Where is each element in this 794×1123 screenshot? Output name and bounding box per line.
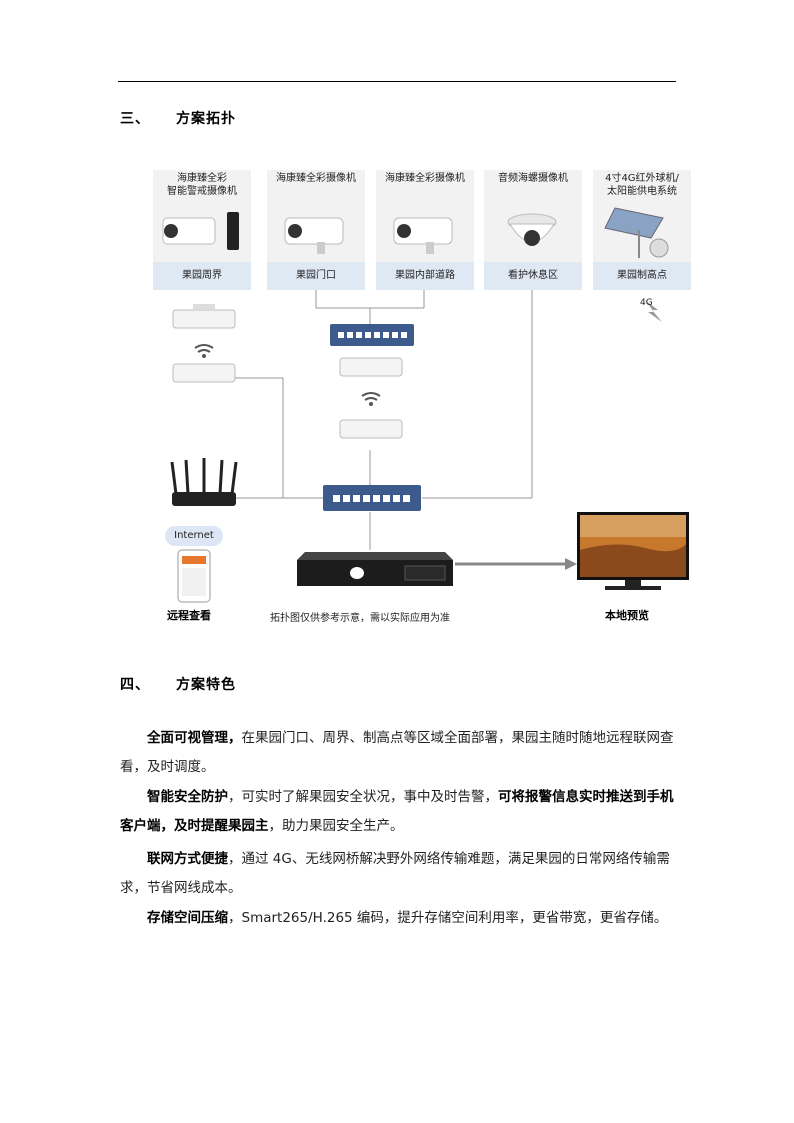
wireless-bridge-left [172, 304, 236, 383]
camera-title: 4寸4G红外球机/ [605, 173, 679, 184]
camera-location: 果园周界 [153, 262, 251, 290]
camera-title: 海康臻全彩 [177, 173, 227, 184]
camera-location: 果园门口 [267, 262, 365, 290]
section-number: 三、 [120, 111, 150, 127]
section-number: 四、 [120, 677, 150, 693]
feature-paragraph: 存储空间压缩，Smart265/H.265 编码，提升存储空间利用率，更省带宽，… [120, 904, 680, 933]
bullet-camera-icon [393, 217, 453, 254]
camera-location: 果园内部道路 [376, 262, 474, 290]
camera-title: 音频海螺摄像机 [498, 173, 568, 184]
solar-ptz-camera-icon [604, 207, 669, 258]
feature-lead-emphasis: 可将报警信息实时推送到手机客户端，及时提醒果园主 [120, 789, 674, 834]
topology-diagram: 海康臻全彩智能警戒摄像机 果园周界 海康臻全彩摄像机 果园门口 海康臻全彩摄像机… [150, 160, 700, 630]
dome-camera-icon [507, 213, 557, 246]
feature-text: ，可实时了解果园安全状况，事中及时告警， [228, 789, 498, 805]
section-heading-topology: 三、 方案拓扑 [120, 108, 236, 128]
camera-title: 海康臻全彩摄像机 [276, 173, 356, 184]
feature-text: ，Smart265/H.265 编码，提升存储空间利用率，更省带宽，更省存储。 [228, 910, 668, 926]
feature-text-tail: ，助力果园安全生产。 [268, 818, 404, 834]
feature-text: ，通过 4G、无线网桥解决野外网络传输难题，满足果园的日常网络传输需求，节省网线… [120, 851, 670, 896]
section-title: 方案拓扑 [176, 111, 236, 127]
camera-title-line2: 太阳能供电系统 [607, 186, 677, 197]
camera-location: 看护休息区 [484, 262, 582, 290]
4g-signal-label: 4G [640, 298, 653, 308]
feature-paragraph: 联网方式便捷，通过 4G、无线网桥解决野外网络传输难题，满足果园的日常网络传输需… [120, 845, 680, 903]
poe-switch-main [323, 485, 421, 511]
feature-paragraph: 智能安全防护，可实时了解果园安全状况，事中及时告警，可将报警信息实时推送到手机客… [120, 783, 680, 841]
camera-card-gate: 海康臻全彩摄像机 果园门口 [267, 170, 365, 290]
feature-lead: 存储空间压缩 [147, 910, 228, 926]
remote-view-label: 远程查看 [167, 609, 211, 622]
bullet-camera-icon [162, 212, 239, 250]
wifi-router-icon [170, 458, 238, 506]
monitor-icon [577, 512, 689, 590]
bullet-camera-icon [284, 217, 344, 254]
feature-text: 在果园门口、周界、制高点等区域全面部署，果园主随时随地远程联网查看，及时调度。 [120, 730, 674, 775]
diagram-note: 拓扑图仅供参考示意，需以实际应用为准 [270, 613, 450, 624]
camera-location: 果园制高点 [593, 262, 691, 290]
feature-lead: 全面可视管理， [147, 730, 242, 746]
section-heading-features: 四、 方案特色 [120, 674, 236, 694]
header-rule [118, 81, 676, 82]
poe-switch-top [330, 324, 414, 346]
section-title: 方案特色 [176, 677, 236, 693]
camera-card-rest-area: 音频海螺摄像机 看护休息区 [484, 170, 582, 290]
camera-card-high-point: 4寸4G红外球机/太阳能供电系统 果园制高点 [593, 170, 691, 290]
camera-title-line2: 智能警戒摄像机 [167, 186, 237, 197]
camera-card-road: 海康臻全彩摄像机 果园内部道路 [376, 170, 474, 290]
nvr-recorder-icon [297, 552, 453, 586]
local-preview-label: 本地预览 [605, 609, 649, 622]
feature-lead: 联网方式便捷 [147, 851, 228, 867]
connection-lines [235, 290, 662, 570]
camera-title: 海康臻全彩摄像机 [385, 173, 465, 184]
wireless-bridge-middle [339, 357, 403, 439]
feature-paragraph: 全面可视管理，在果园门口、周界、制高点等区域全面部署，果园主随时随地远程联网查看… [120, 724, 680, 782]
internet-cloud: Internet [165, 526, 223, 546]
feature-lead: 智能安全防护 [147, 789, 228, 805]
camera-card-perimeter: 海康臻全彩智能警戒摄像机 果园周界 [153, 170, 251, 290]
mobile-phone-icon [177, 549, 211, 603]
